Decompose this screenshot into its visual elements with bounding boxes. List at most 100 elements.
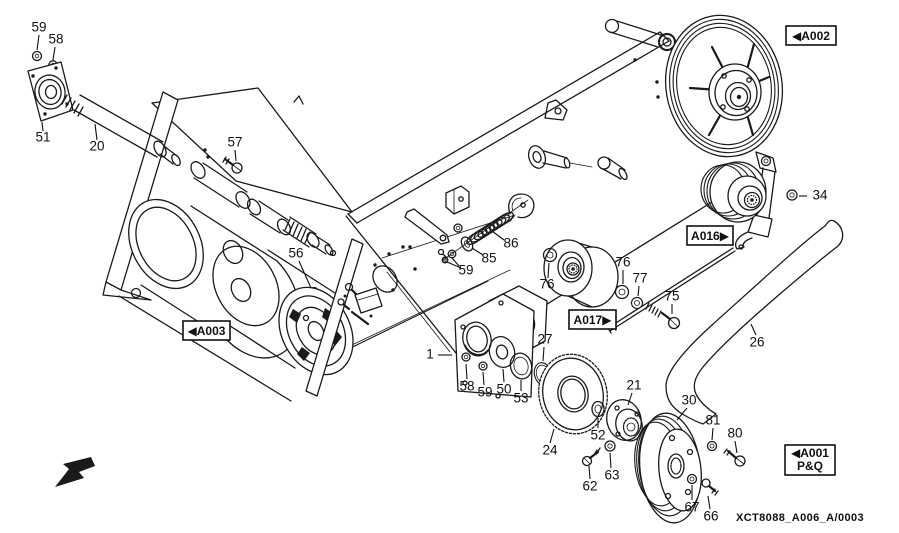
splined-shaft-assembly — [190, 161, 337, 257]
front-support-strip — [305, 238, 364, 397]
part-number: 66 — [703, 509, 718, 524]
part-label-76: 76 — [615, 255, 631, 284]
part-label-26: 26 — [749, 323, 765, 350]
top-tube — [604, 18, 677, 52]
part-number: 34 — [812, 188, 828, 203]
part-number: 51 — [35, 130, 50, 145]
ref-box-A016[interactable]: A016▶ — [686, 225, 734, 246]
ref-box-frame[interactable] — [686, 225, 734, 246]
part-number: 76 — [615, 255, 630, 270]
part-label-50: 50 — [496, 368, 512, 397]
v-belt-26 — [665, 219, 844, 425]
gear-24 — [538, 353, 608, 435]
part-label-53: 53 — [513, 380, 529, 406]
beam-bracket-tab — [544, 99, 568, 121]
part-number: 1 — [426, 347, 434, 362]
leader-line — [627, 392, 633, 406]
leader-line — [609, 452, 612, 469]
ref-box-label[interactable]: P&Q — [797, 459, 823, 473]
part-label-66: 66 — [703, 495, 719, 524]
part-number: 24 — [542, 443, 558, 458]
ref-box-label[interactable]: A017▶ — [574, 313, 613, 327]
leader-line — [676, 407, 688, 421]
frame-chassis — [102, 18, 747, 402]
ref-box-A017[interactable]: A017▶ — [568, 309, 617, 330]
hook-bracket — [508, 193, 535, 222]
leader-line — [446, 261, 462, 269]
leader-line — [234, 149, 237, 162]
part-number: 20 — [89, 139, 104, 154]
part-number: 27 — [537, 332, 552, 347]
part-number: 30 — [681, 393, 696, 408]
leader-line — [471, 247, 484, 256]
housing-plate — [454, 293, 535, 398]
part-number: 86 — [503, 236, 518, 251]
part-number: 63 — [604, 468, 619, 483]
part-number: 56 — [288, 246, 303, 261]
ref-box-frame[interactable] — [785, 25, 837, 46]
drawing-code: XCT8088_A006_A/0003 — [736, 512, 864, 524]
leader-line — [547, 262, 550, 279]
leader-line — [502, 368, 505, 383]
bearing-flange-and-shaft — [27, 50, 181, 167]
ref-box-frame[interactable] — [182, 320, 231, 341]
part-label-30: 30 — [676, 393, 697, 421]
part-label-20: 20 — [89, 123, 105, 154]
leader-line — [94, 123, 98, 141]
part-number: 26 — [749, 335, 764, 350]
latch-hardware-cluster — [337, 282, 383, 326]
part-label-77: 77 — [632, 271, 648, 297]
part-label-75: 75 — [664, 289, 680, 314]
ref-box-label[interactable]: ◀A001 — [791, 446, 829, 460]
part-number: 50 — [496, 382, 511, 397]
spoked-pulley-a002-group — [664, 14, 784, 158]
disc-pin-fastener — [527, 145, 593, 169]
leader-line — [549, 428, 555, 444]
ref-box-label[interactable]: ◀A002 — [792, 29, 830, 43]
bolt-57 — [222, 156, 243, 174]
part-number: 75 — [664, 289, 679, 304]
part-label-80: 80 — [727, 426, 743, 454]
ref-box-label[interactable]: A016▶ — [691, 229, 730, 243]
part-label-56: 56 — [288, 246, 312, 289]
part-label-85: 85 — [471, 247, 497, 266]
leader-line — [482, 371, 485, 386]
part-number: 52 — [590, 428, 605, 443]
idler-pulley-a017-group — [542, 239, 681, 330]
part-number: 80 — [727, 426, 742, 441]
part-label-81: 81 — [705, 413, 721, 441]
leader-line — [637, 285, 640, 297]
part-label-76: 76 — [539, 262, 555, 292]
part-number: 59 — [31, 20, 46, 35]
part-label-34: 34 — [799, 188, 828, 203]
part-number: 57 — [227, 135, 242, 150]
part-number: 59 — [458, 263, 473, 278]
part-number: 85 — [481, 251, 496, 266]
part-number: 21 — [626, 378, 641, 393]
ref-box-A002[interactable]: ◀A002 — [785, 25, 837, 46]
part-label-59: 59 — [446, 257, 474, 278]
part-label-51: 51 — [35, 121, 51, 145]
tensioner-a016-group — [606, 151, 798, 334]
leader-line — [465, 363, 468, 380]
ref-box-frame[interactable] — [568, 309, 617, 330]
leader-line — [41, 121, 44, 132]
part-label-59: 59 — [31, 20, 47, 51]
part-label-86: 86 — [491, 230, 519, 251]
gearbox-housing-group — [454, 285, 643, 467]
ref-box-label[interactable]: ◀A003 — [188, 324, 226, 338]
ref-box-frame[interactable] — [784, 444, 836, 476]
ref-box-A003[interactable]: ◀A003 — [182, 320, 231, 341]
part-label-63: 63 — [604, 452, 620, 483]
hub-21 — [606, 399, 643, 442]
part-label-27: 27 — [537, 332, 553, 362]
part-label-57: 57 — [227, 135, 243, 162]
part-number: 81 — [705, 413, 720, 428]
leader-line — [707, 495, 711, 510]
part-label-24: 24 — [542, 428, 558, 458]
part-label-52: 52 — [590, 418, 606, 443]
leader-line — [750, 323, 757, 336]
leader-line — [588, 465, 591, 480]
